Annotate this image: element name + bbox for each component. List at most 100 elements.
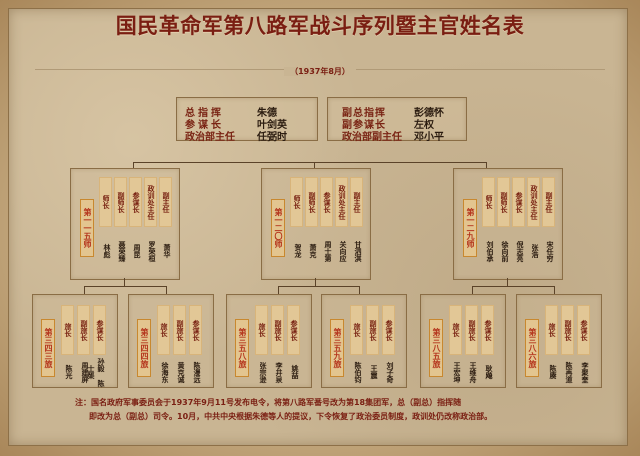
officer-name: 刘子奇 [386,361,394,383]
role-label: 参谋长 [382,305,395,355]
connector-line [359,286,360,294]
officer-name: 聂荣臻 [118,240,126,262]
hq-name: 朱德 [257,108,277,119]
officer-name: 陈伯钧 [354,361,362,383]
brigade-card: 第三五九旅旅长陈伯钧副旅长王震参谋长刘子奇 [321,294,407,388]
officer-name: 贺龙 [294,244,302,258]
role-label: 副主任 [159,177,172,227]
officer-name: 陈再道 [565,361,573,383]
connector-line [84,286,85,294]
brigade-card: 第三五八旅旅长张宗逊副旅长李井泉参谋长姚喆 [226,294,312,388]
role-label: 副旅长 [271,305,284,355]
officer-name: 林彪 [103,244,111,258]
officer-name: 周昆 [133,244,141,258]
officer-name: 刘伯承 [486,240,494,262]
officer-name: 徐海东 [161,361,169,383]
officer-name: 黄克诚 [177,361,185,383]
connector-line [507,278,508,286]
division-unit-label: 第一一五师 [80,199,94,257]
hq-name: 邓小平 [414,132,444,143]
role-label: 旅长 [449,305,462,355]
hq-name: 叶剑英 [257,120,287,131]
role-label: 政训处主任 [144,177,157,227]
connector-line [554,286,555,294]
role-label: 副旅长 [173,305,186,355]
officer-name: 萧华 [163,244,171,258]
officer-name: 徐向前 [501,240,509,262]
role-label: 师长 [290,177,303,227]
date-text: （1937年8月） [284,67,356,76]
role-label: 旅长 [350,305,363,355]
officer-name: 周士第 [324,240,332,262]
page-title: 国民革命军第八路军战斗序列暨主官姓名表 [115,14,525,38]
officer-name: 姚喆 [291,365,299,379]
hq-name: 左权 [414,120,434,131]
connector-line [124,278,125,286]
footnote-line-2: 即改为总（副总）司令。10月，中共中央根据朱德等人的提议，下令恢复了政治委员制度… [89,412,493,421]
officer-name: 萧克 [309,244,317,258]
connector-line [133,162,134,168]
brigade-unit-label: 第三八六旅 [525,319,539,377]
connector-line [133,162,487,163]
division-card: 第一二〇师师长贺龙副师长萧克参谋长周士第政训处主任关向应副主任甘泗淇 [261,168,371,280]
paper-background [8,8,628,446]
brigade-unit-label: 第三四三旅 [41,319,55,377]
brigade-unit-label: 第三五八旅 [235,319,249,377]
role-label: 副师长 [305,177,318,227]
role-label: 副主任 [350,177,363,227]
hq-box-right: 副总指挥彭德怀 副参谋长左权 政治部副主任邓小平 [327,97,467,143]
role-label: 参谋长 [189,305,202,355]
brigade-card: 第三四三旅旅长陈光副旅长周建屏参谋长孙毅 陈士榘 [32,294,118,388]
role-label: 副旅长 [561,305,574,355]
role-label: 副旅长 [77,305,90,355]
officer-name: 罗荣桓 [148,240,156,262]
brigade-unit-label: 第三八五旅 [429,319,443,377]
officer-name: 倪志亮 [516,240,524,262]
role-label: 师长 [99,177,112,227]
officer-name: 宋任穷 [546,240,554,262]
role-label: 参谋长 [512,177,525,227]
officer-name: 关向应 [339,240,347,262]
brigade-unit-label: 第三四四旅 [137,319,151,377]
brigade-card: 第三八六旅旅长陈赓副旅长陈再道参谋长李聚奎 [516,294,602,388]
connector-line [166,286,167,294]
role-label: 副旅长 [465,305,478,355]
brigade-card: 第三八五旅旅长王宏坤副旅长王维舟参谋长耿飚 [420,294,506,388]
hq-name: 任弼时 [257,132,287,143]
role-label: 参谋长 [129,177,142,227]
hq-role: 总指挥 [185,108,224,119]
role-label: 政训处主任 [335,177,348,227]
connector-line [315,278,316,286]
officer-name: 陈光 [65,365,73,379]
officer-name: 王震 [370,365,378,379]
officer-name: 王宏坤 [453,361,461,383]
connector-line [278,286,359,287]
role-label: 副师长 [497,177,510,227]
officer-name: 陈赓 [549,365,557,379]
date-label: （1937年8月） [0,66,640,77]
hq-role: 政治部副主任 [342,132,402,143]
connector-line [486,162,487,168]
role-label: 旅长 [61,305,74,355]
role-label: 参谋长 [287,305,300,355]
officer-name: 耿飚 [485,365,493,379]
role-label: 参谋长 [93,305,106,355]
officer-name: 李井泉 [275,361,283,383]
footnote-line-1: 注：国名政府军事委员会于1937年9月11号发布电令，将第八路军番号改为第18集… [75,398,462,407]
officer-name: 王维舟 [469,361,477,383]
role-label: 政训处主任 [527,177,540,227]
brigade-unit-label: 第三五九旅 [330,319,344,377]
hq-role: 副总指挥 [342,108,386,119]
hq-role: 参谋长 [185,120,224,131]
hq-box-left: 总指挥朱德 参谋长叶剑英 政治部主任任弼时 [176,97,318,143]
role-label: 副师长 [114,177,127,227]
officer-name: 张宗逊 [259,361,267,383]
hq-role: 副参谋长 [342,120,386,131]
division-unit-label: 第一二〇师 [271,199,285,257]
connector-line [84,286,166,287]
division-card: 第一二九师师长刘伯承副师长徐向前参谋长倪志亮政训处主任张浩副主任宋任穷 [453,168,563,280]
role-label: 副旅长 [366,305,379,355]
role-label: 参谋长 [577,305,590,355]
officer-name: 李聚奎 [581,361,589,383]
connector-line [314,162,315,168]
